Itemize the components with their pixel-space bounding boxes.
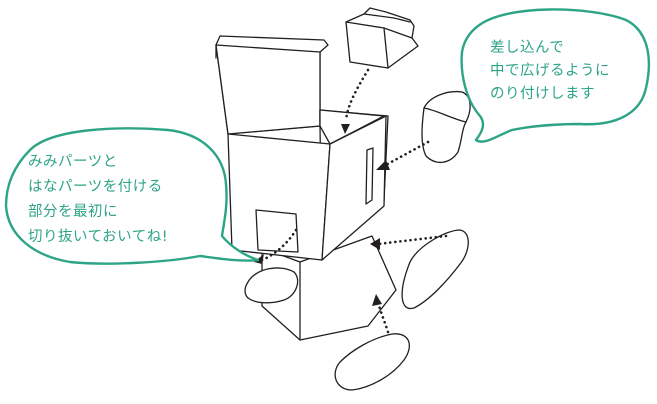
arrow-leg	[376, 234, 448, 246]
note-left-line-3: 部分を最初に	[28, 203, 118, 220]
arrow-head-nose	[254, 254, 264, 264]
arrow-ear-top	[344, 68, 370, 122]
note-right-line-2: 中で広げるように	[490, 62, 610, 79]
robot-head-box	[215, 35, 389, 261]
assembly-arrows	[254, 68, 448, 334]
note-left-line-1: みみパーツと	[28, 153, 118, 170]
robot-arm-left	[244, 267, 299, 304]
note-bubble-right: 差し込んで 中で広げるように のり付けします	[460, 8, 651, 143]
ear-part-right	[421, 90, 471, 163]
ear-part-top	[345, 7, 419, 69]
note-right-line-1: 差し込んで	[490, 39, 564, 56]
note-bubble-left: みみパーツと はなパーツを付ける 部分を最初に 切り抜いておいてね!	[4, 127, 260, 265]
note-right-line-3: のり付けします	[490, 85, 595, 102]
robot-foot-right	[334, 333, 410, 391]
arrow-head-foot	[372, 294, 382, 306]
arrow-nose	[260, 228, 298, 262]
arrow-head-leg	[370, 238, 380, 250]
arrow-head-ear-right	[376, 160, 390, 170]
arrow-ear-right	[382, 140, 430, 168]
robot-leg-right	[401, 229, 469, 310]
note-left-line-2: はなパーツを付ける	[28, 178, 163, 195]
arrow-head-ear-top	[341, 124, 350, 134]
note-left-line-4: 切り抜いておいてね!	[28, 228, 168, 245]
